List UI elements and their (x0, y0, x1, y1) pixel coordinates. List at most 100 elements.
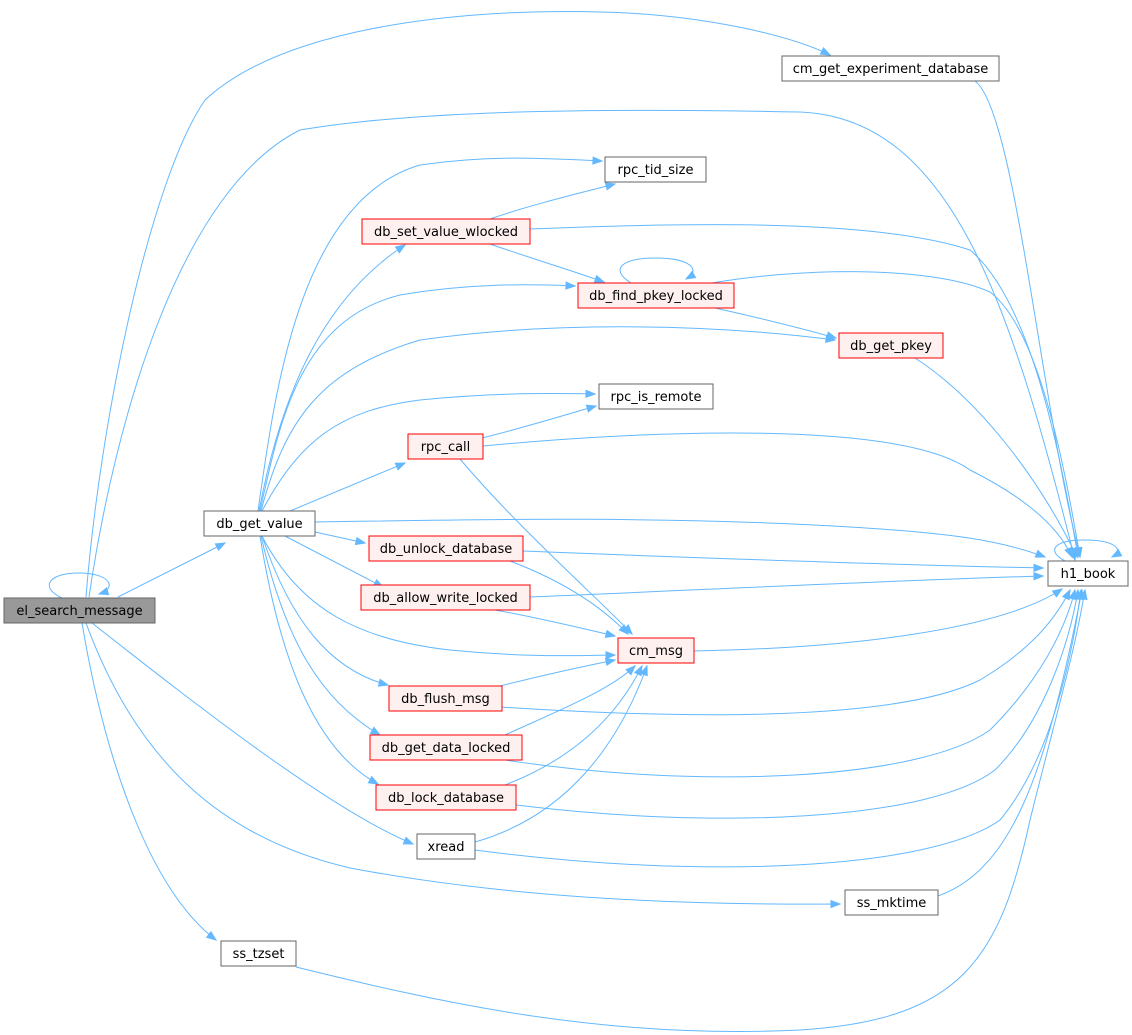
node-rpc-tid-size[interactable]: rpc_tid_size (604, 156, 707, 183)
node-el-search-message[interactable]: el_search_message (3, 597, 156, 624)
edge-db-find-pkey-locked-to-h1-book (711, 271, 1083, 559)
node-label: ss_mktime (857, 896, 927, 911)
edge-path (509, 560, 629, 635)
arrow-head-icon (684, 270, 697, 280)
edge-el-search-message-to-xread (91, 622, 415, 845)
node-db-flush-msg[interactable]: db_flush_msg (388, 685, 503, 712)
node-cm-msg[interactable]: cm_msg (617, 637, 695, 664)
arrow-head-icon (394, 462, 407, 471)
edge-path (91, 622, 414, 845)
edge-rpc-call-to-h1-book (482, 432, 1073, 559)
edge-ss-mktime-to-h1-book (937, 588, 1085, 897)
edge-path (714, 307, 837, 339)
edge-path (260, 326, 836, 512)
node-db-allow-write-locked[interactable]: db_allow_write_locked (360, 584, 531, 611)
edge-db-set-value-wlocked-to-db-find-pkey-locked (489, 243, 606, 283)
edge-db-lock-database-to-h1-book (515, 588, 1081, 819)
edge-path (504, 665, 636, 736)
node-label: db_set_value_wlocked (374, 225, 518, 240)
edge-path (257, 157, 603, 512)
node-db-get-pkey[interactable]: db_get_pkey (838, 332, 944, 359)
node-h1-book[interactable]: h1_book (1047, 560, 1129, 587)
node-db-get-value[interactable]: db_get_value (203, 510, 316, 537)
edge-db-get-value-to-db-set-value-wlocked (258, 244, 407, 512)
arrow-head-icon (1064, 546, 1073, 559)
arrow-head-icon (1033, 563, 1045, 573)
edge-path (49, 572, 110, 599)
arrow-head-icon (214, 542, 227, 552)
node-label: rpc_tid_size (618, 163, 694, 178)
edge-path (88, 109, 1076, 598)
edge-path (504, 589, 1076, 778)
edge-db-get-value-to-cm-msg (261, 535, 617, 660)
arrow-head-icon (604, 182, 617, 191)
edge-el-search-message-to-cm-get-experiment-database (85, 11, 832, 598)
edge-path (499, 589, 1071, 716)
edge-db-get-value-to-db-find-pkey-locked (259, 281, 577, 512)
node-db-unlock-database[interactable]: db_unlock_database (368, 535, 524, 562)
edge-h1-book-to-h1-book (1054, 539, 1123, 562)
edge-path (261, 393, 596, 512)
node-ss-tzset[interactable]: ss_tzset (220, 940, 297, 967)
edge-path (529, 224, 1079, 558)
edge-db-get-value-to-rpc-call (289, 462, 407, 512)
arrow-head-icon (367, 775, 380, 785)
node-label: db_allow_write_locked (373, 591, 518, 606)
edge-path (85, 11, 831, 598)
edge-path (261, 535, 389, 686)
edge-path (259, 284, 576, 512)
node-label: cm_get_experiment_database (793, 62, 989, 77)
node-db-lock-database[interactable]: db_lock_database (375, 784, 517, 811)
arrow-head-icon (604, 657, 617, 667)
edge-db-get-data-locked-to-cm-msg (504, 665, 636, 736)
node-label: db_get_data_locked (382, 741, 511, 756)
edge-path (974, 80, 1081, 558)
edge-path (260, 535, 381, 736)
arrow-head-icon (819, 46, 832, 56)
arrow-head-icon (585, 404, 598, 413)
arrow-head-icon (1079, 588, 1088, 601)
edge-db-get-value-to-db-lock-database (259, 535, 380, 785)
edge-path (258, 244, 406, 512)
edge-path (489, 243, 605, 283)
node-label: rpc_is_remote (611, 390, 702, 405)
node-label: xread (428, 840, 465, 855)
node-label: ss_tzset (233, 947, 285, 962)
edge-db-flush-msg-to-cm-msg (499, 657, 617, 687)
edge-path (711, 271, 1081, 558)
edge-db-get-value-to-rpc-tid-size (257, 156, 604, 512)
node-label: rpc_call (421, 440, 471, 455)
node-xread[interactable]: xread (416, 833, 476, 860)
edge-rpc-call-to-rpc-is-remote (481, 404, 598, 439)
node-rpc-call[interactable]: rpc_call (407, 433, 484, 460)
edge-db-get-value-to-db-flush-msg (261, 535, 390, 687)
arrow-head-icon (825, 331, 838, 340)
node-rpc-is-remote[interactable]: rpc_is_remote (598, 383, 714, 410)
node-db-set-value-wlocked[interactable]: db_set_value_wlocked (361, 218, 531, 245)
arrow-head-icon (354, 536, 367, 546)
edge-path (914, 357, 1078, 558)
edge-path (259, 535, 379, 785)
arrow-head-icon (394, 244, 407, 254)
arrow-head-icon (592, 156, 604, 165)
node-cm-get-experiment-database[interactable]: cm_get_experiment_database (781, 55, 1000, 82)
node-ss-mktime[interactable]: ss_mktime (844, 889, 939, 916)
node-label: h1_book (1061, 567, 1116, 582)
edge-path (504, 665, 643, 786)
edge-path (474, 589, 1082, 868)
edge-path (937, 589, 1083, 897)
arrow-head-icon (1110, 548, 1123, 558)
arrow-head-icon (593, 274, 606, 283)
edge-path (85, 622, 841, 905)
arrow-head-icon (625, 665, 636, 676)
edge-path (284, 535, 384, 588)
edge-db-get-value-to-rpc-is-remote (261, 389, 597, 512)
node-db-find-pkey-locked[interactable]: db_find_pkey_locked (577, 282, 735, 309)
node-db-get-data-locked[interactable]: db_get_data_locked (369, 734, 523, 761)
edge-path (529, 575, 1044, 598)
arrow-head-icon (1034, 549, 1047, 558)
edge-path (489, 183, 616, 220)
arrow-head-icon (639, 664, 648, 677)
node-label: db_get_pkey (850, 339, 932, 354)
